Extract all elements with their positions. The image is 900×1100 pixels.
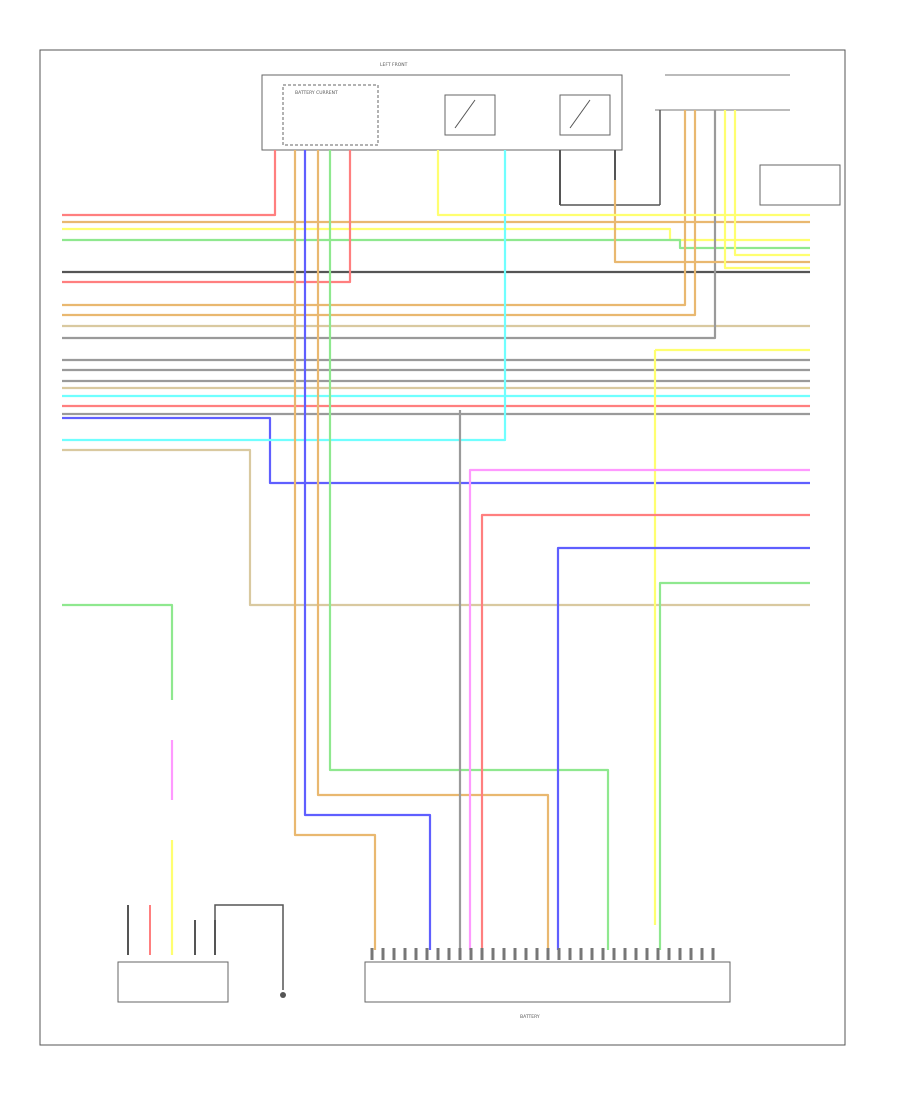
relay-2 bbox=[559, 94, 611, 136]
connector-pin bbox=[601, 948, 605, 960]
connector-pin bbox=[480, 948, 484, 960]
junction-block-label: LEFT FRONT bbox=[380, 62, 408, 68]
connector-pin bbox=[711, 948, 715, 960]
connector-pin bbox=[447, 948, 451, 960]
junction-block: LEFT FRONT bbox=[261, 62, 623, 151]
relay-1 bbox=[444, 94, 496, 136]
connector-pin bbox=[535, 948, 539, 960]
connector-pin bbox=[425, 948, 429, 960]
battery-current-sensor: BATTERY CURRENT bbox=[282, 84, 379, 146]
connector-pin bbox=[370, 948, 374, 960]
connector-pin bbox=[392, 948, 396, 960]
connector-pin bbox=[678, 948, 682, 960]
connector-pin bbox=[634, 948, 638, 960]
connector-pin bbox=[557, 948, 561, 960]
connector-pin bbox=[414, 948, 418, 960]
connector-pin bbox=[590, 948, 594, 960]
connector-pin bbox=[381, 948, 385, 960]
connector-pin bbox=[689, 948, 693, 960]
horizontal-wires bbox=[62, 110, 810, 607]
left-sensor-box bbox=[117, 961, 229, 1003]
connector-pin bbox=[700, 948, 704, 960]
connector-pin bbox=[491, 948, 495, 960]
connector-pin bbox=[546, 948, 550, 960]
page-border bbox=[39, 49, 846, 1046]
connector-pin bbox=[612, 948, 616, 960]
connector-pin bbox=[458, 948, 462, 960]
connector-pin bbox=[502, 948, 506, 960]
mid-sensor bbox=[280, 992, 286, 998]
connector-pin bbox=[623, 948, 627, 960]
right-vertical-wires bbox=[436, 110, 810, 925]
battery-controller-box: BATTERY bbox=[364, 961, 731, 1020]
connector-pin bbox=[524, 948, 528, 960]
connector-pin bbox=[645, 948, 649, 960]
connector-pin bbox=[656, 948, 660, 960]
connector-pin bbox=[469, 948, 473, 960]
mid-wires bbox=[468, 468, 810, 950]
connector-pin bbox=[436, 948, 440, 960]
battery-controller-label: BATTERY bbox=[520, 1014, 540, 1020]
connector-pin bbox=[403, 948, 407, 960]
battery-current-sensor-label: BATTERY CURRENT bbox=[295, 90, 338, 96]
controller-pin-row bbox=[370, 948, 715, 960]
left-sensor-wires bbox=[62, 603, 284, 990]
connector-pin bbox=[579, 948, 583, 960]
connector-pin bbox=[568, 948, 572, 960]
connector-pin bbox=[513, 948, 517, 960]
vertical-wires bbox=[293, 150, 610, 950]
right-connector bbox=[655, 74, 841, 206]
connector-pin bbox=[667, 948, 671, 960]
